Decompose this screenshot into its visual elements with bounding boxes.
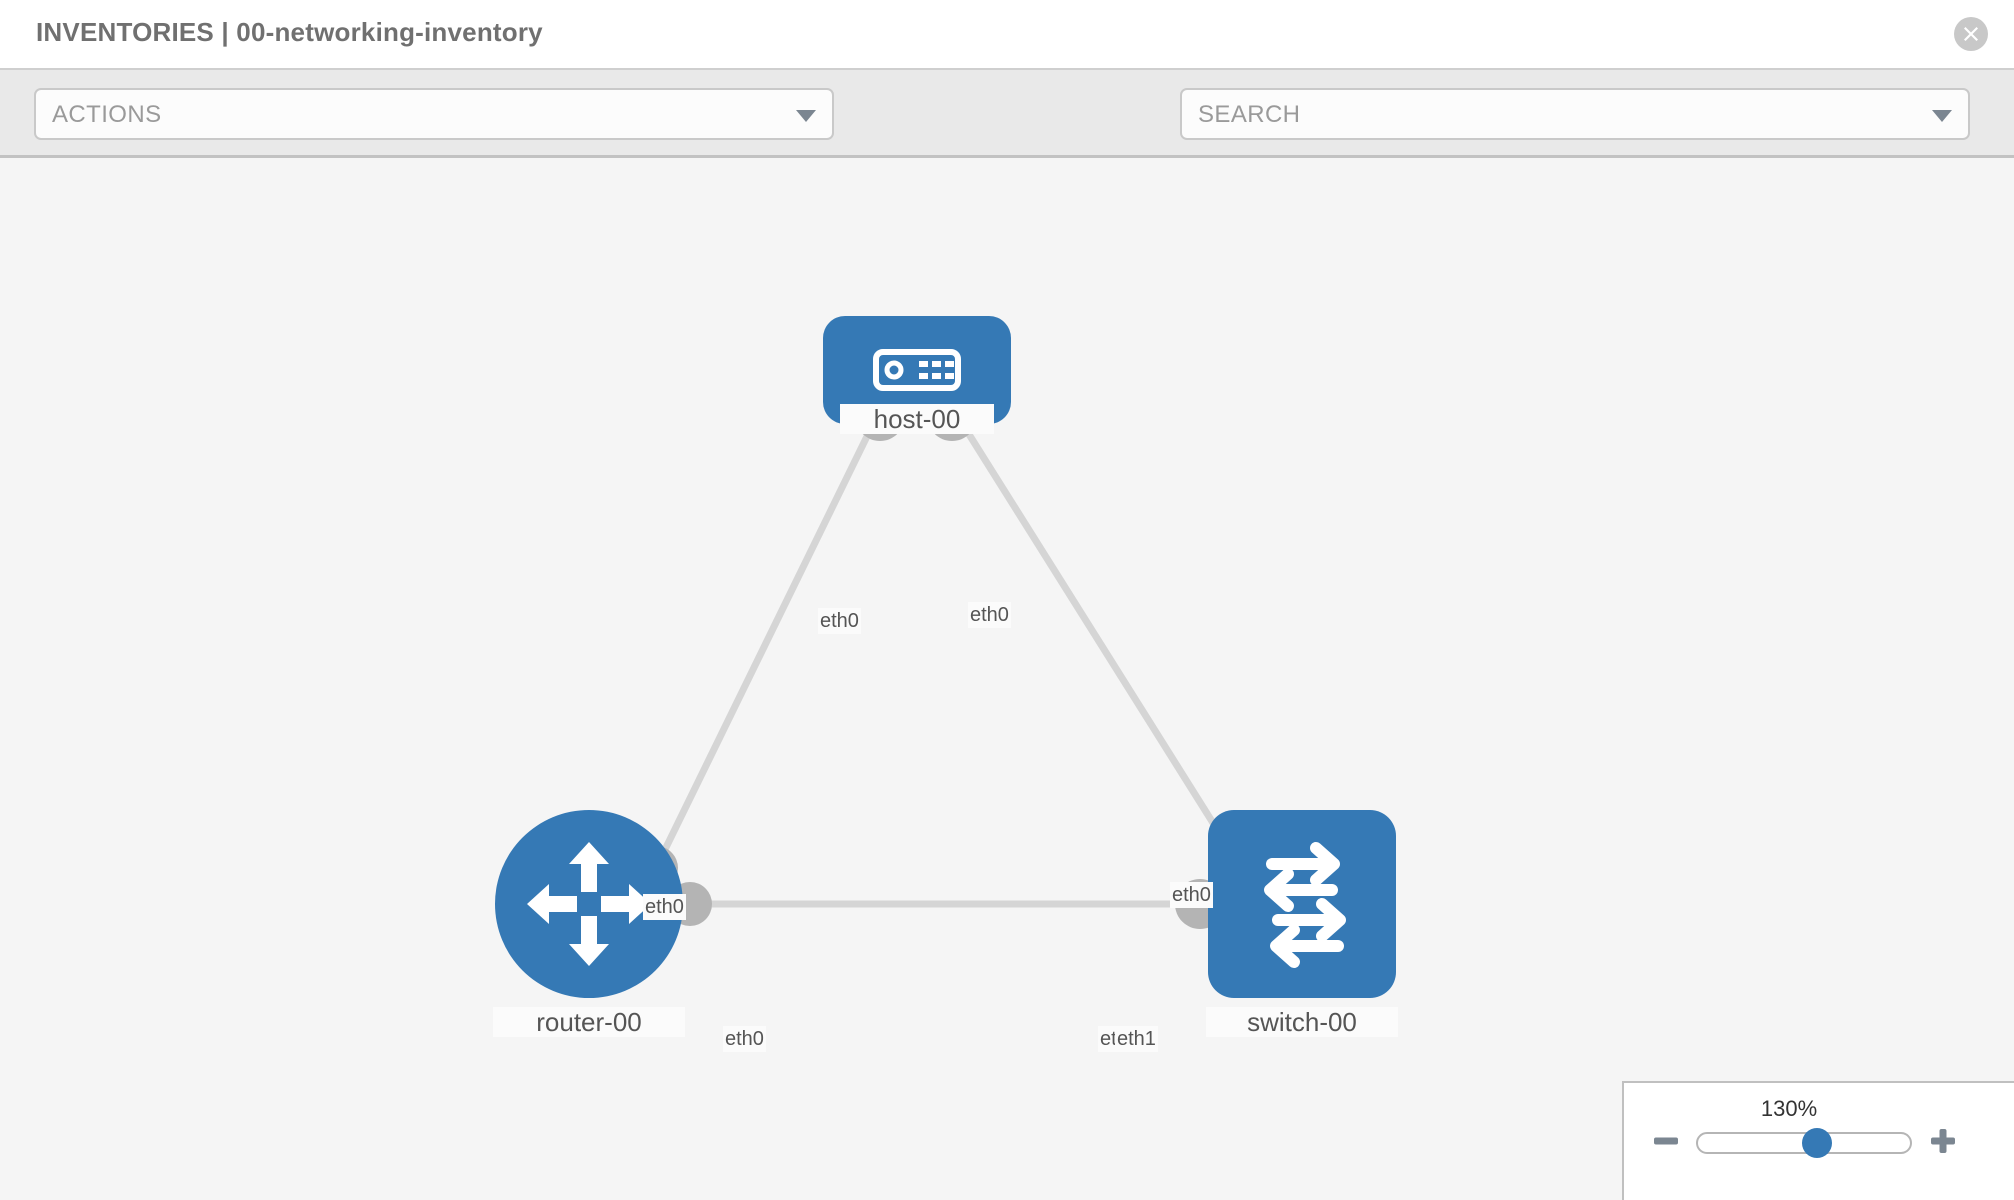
zoom-slider-thumb[interactable] xyxy=(1802,1128,1832,1158)
actions-dropdown-label: ACTIONS xyxy=(52,101,162,128)
topology-node-host-00[interactable]: host-00 xyxy=(823,316,1011,434)
switch-node-label: switch-00 xyxy=(1206,1007,1398,1037)
actions-dropdown[interactable]: ACTIONS xyxy=(34,88,834,140)
iface-label-router-right: eth0 xyxy=(723,1026,766,1052)
iface-label-host-right: eth0 xyxy=(968,602,1011,628)
router-node-label: router-00 xyxy=(493,1007,685,1037)
zoom-control: 130% xyxy=(1622,1081,2014,1200)
close-icon[interactable] xyxy=(1954,17,1988,51)
switch-node-shape xyxy=(1208,810,1396,998)
host-node-label: host-00 xyxy=(840,404,994,434)
search-input[interactable]: SEARCH xyxy=(1180,88,1970,140)
page-header: INVENTORIES | 00-networking-inventory xyxy=(0,0,2014,68)
iface-label-host-left: eth0 xyxy=(818,608,861,634)
chevron-down-icon xyxy=(796,110,816,122)
topology-canvas[interactable]: host-00 router-00 xyxy=(0,158,2014,1200)
iface-label-switch-left: eth1 xyxy=(1115,1026,1158,1052)
four-arrows-inward-icon xyxy=(527,842,651,966)
bidirectional-arrows-icon xyxy=(1264,842,1346,968)
edge-host-switch xyxy=(957,418,1238,860)
page-title: INVENTORIES | 00-networking-inventory xyxy=(36,17,543,47)
toolbar: ACTIONS SEARCH xyxy=(0,68,2014,197)
search-placeholder: SEARCH xyxy=(1198,101,1301,128)
edge-host-router xyxy=(651,418,879,872)
topology-node-switch-00[interactable]: switch-00 xyxy=(1206,810,1398,1037)
topology-edges-layer xyxy=(634,391,1260,929)
zoom-in-button[interactable] xyxy=(1929,1127,1957,1155)
iface-label-switch-up: eth0 xyxy=(1170,882,1213,908)
zoom-out-button[interactable] xyxy=(1652,1127,1680,1155)
zoom-percent-label: 130% xyxy=(1760,1096,1818,1121)
chevron-down-icon[interactable] xyxy=(1932,110,1952,122)
server-appliance-icon xyxy=(873,349,961,391)
iface-label-router-up: eth0 xyxy=(643,894,686,920)
